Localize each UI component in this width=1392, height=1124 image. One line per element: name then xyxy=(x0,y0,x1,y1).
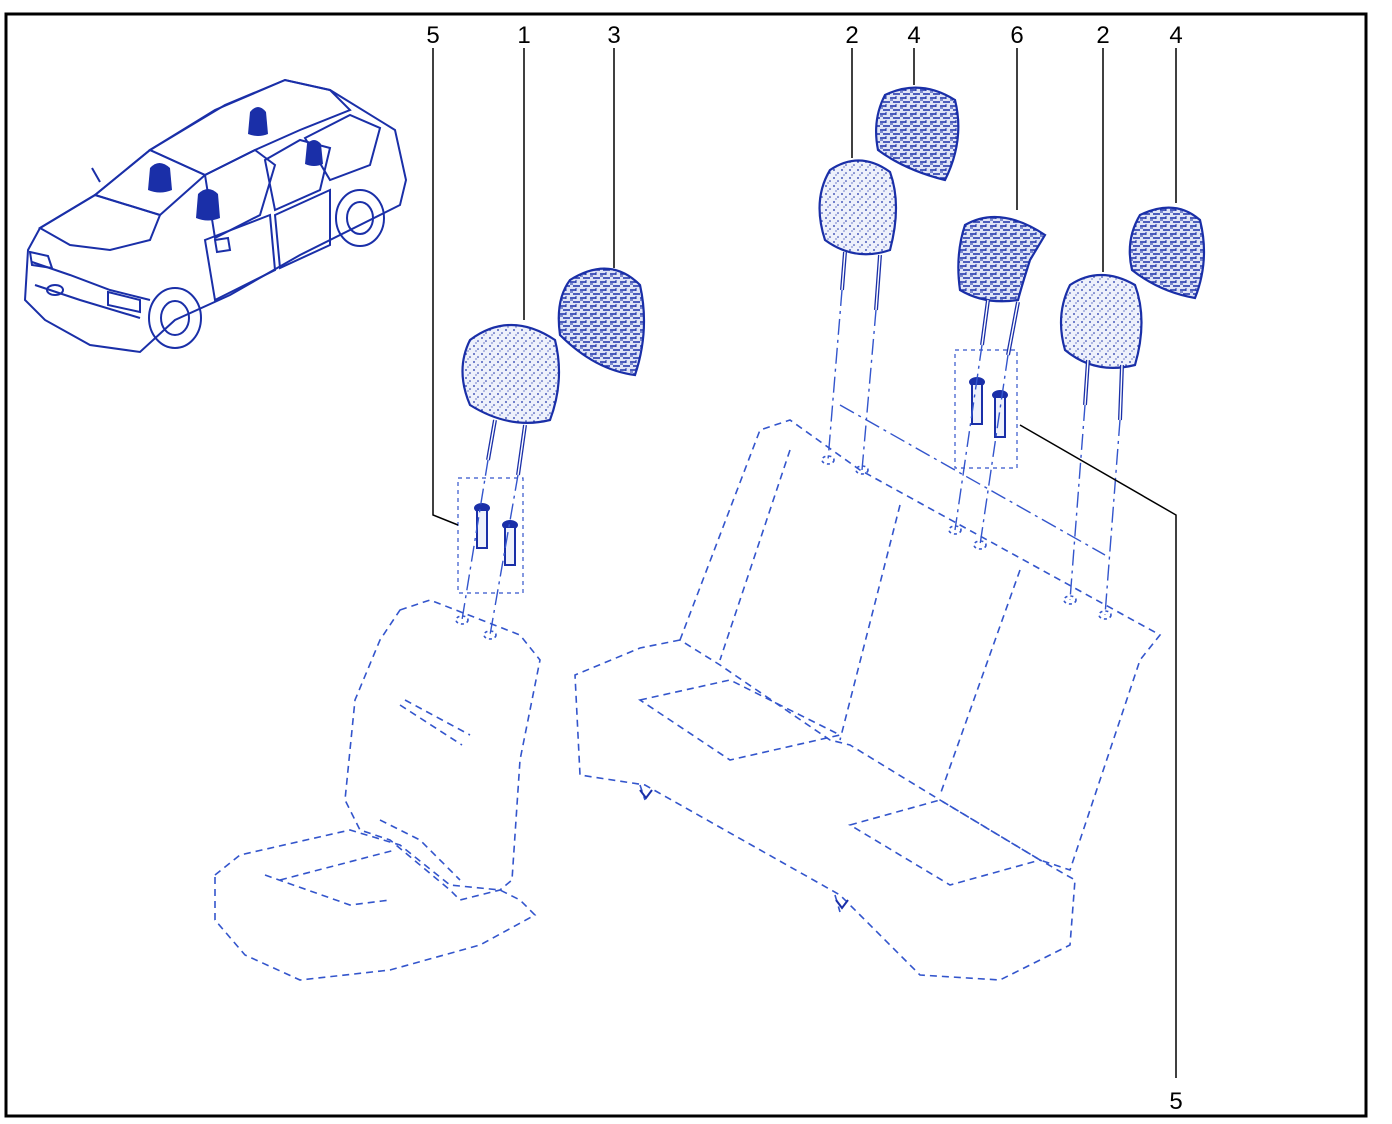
callout-label: 4 xyxy=(1169,22,1182,49)
assembly-axes xyxy=(455,289,1121,640)
headrest-cover-front xyxy=(557,267,646,377)
callout-label: 2 xyxy=(1096,22,1109,49)
callout-label: 2 xyxy=(845,22,858,49)
car-headrest-icon xyxy=(248,107,268,136)
guide-sleeves-rear xyxy=(954,349,1018,469)
callout-label: 6 xyxy=(1010,22,1023,49)
headrest-rear-center xyxy=(957,215,1047,356)
car-illustration xyxy=(23,78,408,354)
car-headrest-icon xyxy=(196,189,220,221)
rear-bench xyxy=(574,419,1162,981)
callout-label: 4 xyxy=(907,22,920,49)
front-seat xyxy=(214,599,541,981)
headrest-cover-rear-left xyxy=(875,86,960,182)
callout-label: 1 xyxy=(517,22,530,49)
car-headrest-icon xyxy=(305,140,323,166)
callout-label: 5 xyxy=(426,22,439,49)
leader-lines xyxy=(432,48,1177,1078)
headrest-front xyxy=(461,323,561,476)
headrest-cover-rear-right xyxy=(1128,206,1206,300)
guide-sleeves-front xyxy=(457,477,524,594)
car-headrest-icon xyxy=(148,163,172,193)
headrest-rear-left xyxy=(818,159,898,311)
diagram-frame xyxy=(4,12,1368,1118)
headrest-rear-right xyxy=(1059,274,1143,421)
callout-label: 3 xyxy=(607,22,620,49)
callout-label: 5 xyxy=(1169,1088,1182,1115)
